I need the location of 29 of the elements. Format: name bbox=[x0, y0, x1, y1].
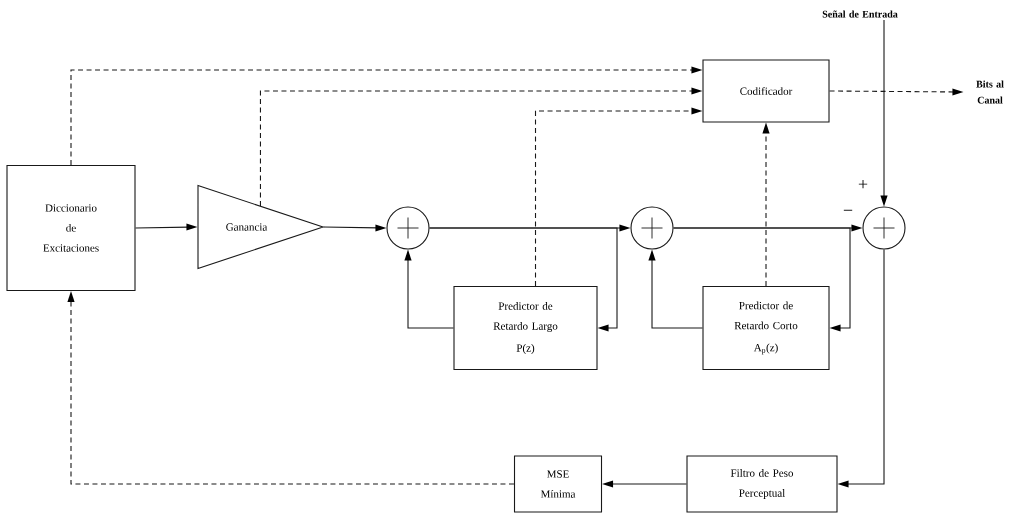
process-box: Codificador bbox=[702, 59, 830, 123]
dashed-arrow bbox=[829, 88, 964, 96]
process-box: Diccionario de Excitaciones bbox=[6, 164, 136, 292]
summing-junction bbox=[386, 206, 430, 250]
sign-label: − bbox=[843, 209, 853, 211]
arrow bbox=[429, 227, 618, 332]
arrow bbox=[323, 224, 387, 232]
summing-junction bbox=[630, 206, 674, 250]
process-box: Filtro de Peso Perceptual bbox=[686, 455, 838, 513]
dashed-arrow bbox=[762, 122, 770, 287]
signal-label: Bits al Canal bbox=[976, 80, 1004, 104]
summing-junction bbox=[862, 206, 906, 250]
process-box: Predictor de Retardo Corto A$_{p}$(z) bbox=[702, 285, 830, 371]
arrow bbox=[602, 480, 687, 488]
arrow bbox=[673, 227, 851, 332]
dashed-arrow bbox=[70, 66, 703, 166]
arrow bbox=[135, 223, 198, 231]
gain-triangle: Ganancia bbox=[197, 184, 325, 270]
arrow bbox=[648, 249, 703, 329]
arrow bbox=[880, 19, 888, 207]
dashed-arrow bbox=[534, 107, 703, 287]
signal-label: Señal de Entrada bbox=[822, 10, 898, 18]
dashed-arrow bbox=[259, 87, 703, 207]
dashed-arrow bbox=[67, 291, 515, 485]
process-box: Predictor de Retardo Largo P(z) bbox=[453, 285, 598, 371]
arrow bbox=[404, 249, 454, 329]
sign-label: + bbox=[858, 179, 868, 189]
arrow bbox=[837, 249, 885, 488]
process-box: MSE Mínima bbox=[513, 455, 603, 513]
